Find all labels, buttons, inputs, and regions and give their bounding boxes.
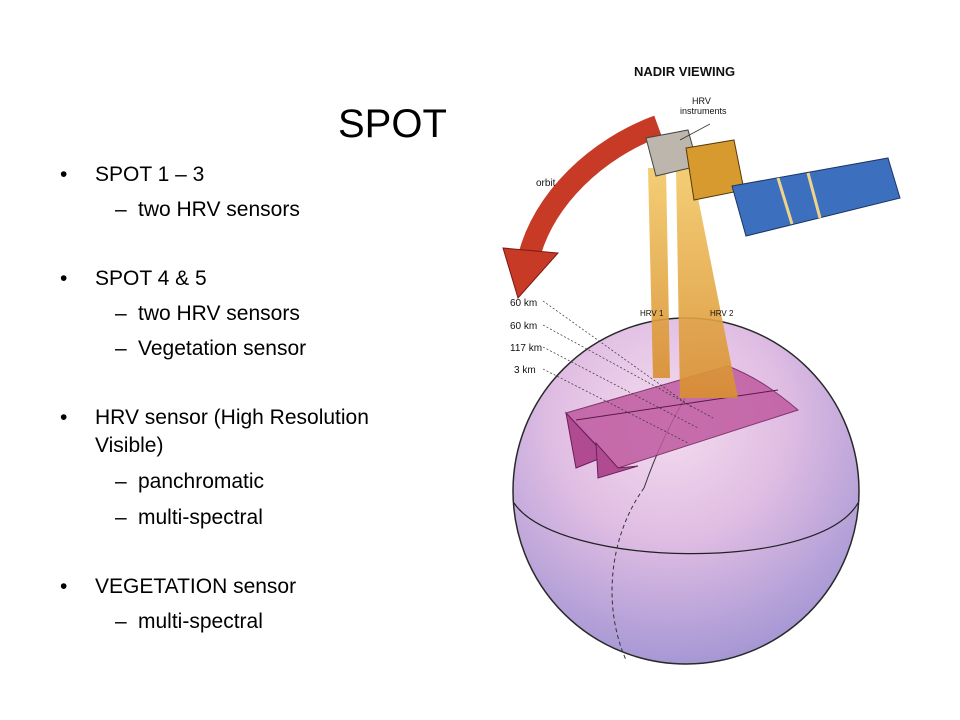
label-leader	[542, 324, 714, 419]
orbit-label: orbit	[536, 178, 556, 189]
sub-bullet-text: panchromatic	[138, 470, 265, 493]
nadir-viewing-figure: NADIR VIEWING HRV instruments orbit HRV …	[448, 48, 926, 672]
label-leader	[679, 123, 711, 141]
sub-bullet-text: two HRV sensors	[138, 198, 300, 221]
swath-band	[565, 365, 800, 469]
bullet-text: HRV sensor (High Resolution	[95, 406, 369, 429]
hrv2-label: HRV 2	[710, 309, 734, 318]
sub-bullet-text: two HRV sensors	[138, 302, 300, 325]
figure-heading: NADIR VIEWING	[634, 64, 735, 79]
swath-label: 60 km	[510, 298, 537, 309]
solar-panel	[731, 157, 901, 237]
sub-bullet-text: multi-spectral	[138, 610, 263, 633]
bullet-dot-icon: •	[60, 267, 68, 290]
sub-bullet-text: multi-spectral	[138, 506, 263, 529]
bullet-item: • SPOT 1 – 3	[60, 162, 205, 188]
panel-divider	[806, 172, 822, 219]
sub-bullet-item: – multi-spectral	[115, 505, 263, 531]
bullet-text: VEGETATION sensor	[95, 575, 297, 598]
sub-bullet-item: – two HRV sensors	[115, 197, 300, 223]
dash-icon: –	[115, 610, 127, 633]
bullet-text: SPOT 4 & 5	[95, 267, 207, 290]
dash-icon: –	[115, 198, 127, 221]
orbit-arrowhead	[502, 247, 560, 300]
sub-bullet-item: – multi-spectral	[115, 609, 263, 635]
hrv2-beam	[676, 168, 738, 398]
meridian-line	[611, 487, 645, 661]
swath-line	[575, 389, 779, 421]
panel-divider	[776, 177, 794, 225]
orbit-arrow	[517, 115, 662, 263]
swath-tail-2	[595, 441, 639, 479]
label-leader	[542, 300, 694, 409]
bullet-dot-icon: •	[60, 406, 68, 429]
sub-bullet-item: – Vegetation sensor	[115, 336, 307, 362]
bullet-text: SPOT 1 – 3	[95, 163, 205, 186]
bullet-dot-icon: •	[60, 163, 68, 186]
sub-bullet-item: – two HRV sensors	[115, 301, 300, 327]
hrv-instruments-label: HRV	[692, 96, 711, 106]
bullet-text-continuation: Visible)	[95, 433, 163, 459]
swath-label: 60 km	[510, 321, 537, 332]
label-leader	[542, 368, 689, 444]
equator-line	[513, 502, 859, 555]
hrv-instruments-label: instruments	[680, 106, 727, 116]
bullet-dot-icon: •	[60, 575, 68, 598]
bullet-text: Visible)	[95, 434, 164, 457]
slide-title: SPOT	[338, 102, 447, 146]
dash-icon: –	[115, 302, 127, 325]
bullet-item: • VEGETATION sensor	[60, 574, 297, 600]
bullet-item: • HRV sensor (High Resolution	[60, 405, 369, 431]
hrv1-label: HRV 1	[640, 309, 664, 318]
dash-icon: –	[115, 337, 127, 360]
swath-label: 3 km	[514, 365, 536, 376]
bullet-item: • SPOT 4 & 5	[60, 266, 207, 292]
sub-bullet-item: – panchromatic	[115, 469, 265, 495]
label-leader	[542, 346, 699, 429]
swath-label: 117 km	[510, 343, 542, 354]
dash-icon: –	[115, 470, 127, 493]
satellite-diagram: NADIR VIEWING HRV instruments orbit HRV …	[502, 64, 901, 665]
dash-icon: –	[115, 506, 127, 529]
swath-tail-1	[565, 411, 607, 469]
hrv1-beam	[648, 168, 670, 378]
sub-bullet-text: Vegetation sensor	[138, 337, 307, 360]
